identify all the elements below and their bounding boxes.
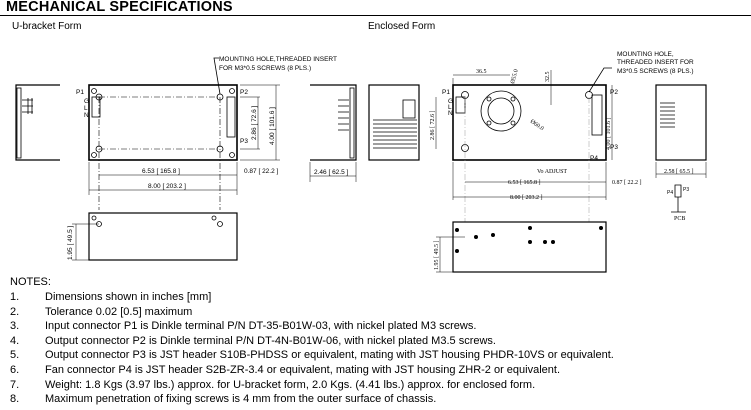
note-item: 2. Tolerance 0.02 [0.5] maximum <box>10 305 192 320</box>
enclosed-l: L <box>448 104 452 111</box>
note-text: Fan connector P4 is JST header S2B-ZR-3.… <box>45 363 561 376</box>
note-item: 4. Output connector P2 is Dinkle terminal… <box>10 334 496 349</box>
ubracket-p1: P1 <box>76 89 84 96</box>
enclosed-dim-fan-x: 36.5 <box>476 69 487 75</box>
ubracket-l: L <box>84 105 88 112</box>
ubracket-p2: P2 <box>240 89 248 96</box>
note-text: Input connector P1 is Dinkle terminal P/… <box>45 320 477 333</box>
note-number: 8. <box>10 393 20 406</box>
enclosed-dim-fan-d1: Ø55.0 <box>510 69 520 85</box>
note-text: Output connector P3 is JST header S10B-P… <box>45 349 614 362</box>
note-item: 5. Output connector P3 is JST header S10B… <box>10 348 614 363</box>
pcb-p4: P4 <box>667 190 673 196</box>
enclosed-dim-width-holes: 6.53 [ 165.8 ] <box>508 180 541 186</box>
note-number: 7. <box>10 378 20 391</box>
note-item: 7. Weight: 1.8 Kgs (3.97 lbs.) approx. fo… <box>10 378 535 393</box>
note-text: Output connector P2 is Dinkle terminal P… <box>45 334 496 347</box>
note-number: 3. <box>10 320 20 333</box>
ubracket-g: G <box>84 98 89 105</box>
note-item: 6. Fan connector P4 is JST header S2B-ZR-… <box>10 363 560 378</box>
enclosed-g: G <box>448 98 453 105</box>
page-title: MECHANICAL SPECIFICATIONS <box>6 0 233 15</box>
enclosed-dim-fan-d2: Ø60.0 <box>529 119 545 132</box>
ubracket-n: N <box>84 112 89 119</box>
ubracket-dim-width: 8.00 [ 203.2 ] <box>148 183 186 190</box>
note-item: 8. Maximum penetration of fixing screws i… <box>10 392 436 407</box>
ubracket-callout-line1: MOUNTING HOLE,THREADED INSERT <box>219 56 337 63</box>
notes-heading: NOTES: <box>10 276 51 288</box>
ubracket-dim-hole-spacing: 2.86 [ 72.6 ] <box>251 105 258 140</box>
title-rule <box>0 15 751 16</box>
note-number: 2. <box>10 305 20 318</box>
enclosed-p4: P4 <box>590 155 598 162</box>
ubracket-dim-width-holes: 6.53 [ 165.8 ] <box>142 168 180 175</box>
ubracket-dim-depth: 2.46 [ 62.5 ] <box>314 169 349 176</box>
ubracket-p3: P3 <box>240 138 248 145</box>
enclosed-dim-depth: 2.58 [ 65.5 ] <box>664 169 694 175</box>
enclosed-drawing <box>368 67 707 273</box>
ubracket-labels: MOUNTING HOLE,THREADED INSERT FOR M3*0.5… <box>67 56 349 260</box>
enclosed-n: N <box>448 110 453 117</box>
enclosed-p3: P3 <box>610 144 618 151</box>
ubracket-dim-side: 1.95 [ 49.5 ] <box>67 225 74 260</box>
enclosed-dim-offset: 0.87 [ 22.2 ] <box>612 180 642 186</box>
enclosed-dim-height: 4.00 [ 101.6 ] <box>606 118 612 151</box>
note-number: 4. <box>10 334 20 347</box>
enclosed-callout-line3: M3*0.5 SCREWS (8 PLS.) <box>617 68 694 75</box>
note-text: Tolerance 0.02 [0.5] maximum <box>45 305 193 318</box>
note-text: Weight: 1.8 Kgs (3.97 lbs.) approx. for … <box>45 378 536 391</box>
enclosed-dim-width: 8.00 [ 203.2 ] <box>510 195 543 201</box>
enclosed-dim-hole-spacing: 2.86 [ 72.6 ] <box>430 111 436 141</box>
ubracket-callout-line2: FOR M3*0.5 SCREWS (8 PLS.) <box>219 65 311 72</box>
pcb-p3: P3 <box>683 187 689 193</box>
enclosed-dim-side: 1.95 [ 49.5 ] <box>434 241 440 271</box>
enclosed-label: Enclosed Form <box>368 21 436 32</box>
ubracket-label: U-bracket Form <box>12 21 82 32</box>
ubracket-dim-offset: 0.87 [ 22.2 ] <box>244 168 279 175</box>
enclosed-p2: P2 <box>610 89 618 96</box>
enclosed-callout-line2: THREADED INSERT FOR <box>617 59 694 66</box>
enclosed-labels: MOUNTING HOLE, THREADED INSERT FOR M3*0.… <box>430 51 694 270</box>
pcb-label: PCB <box>674 216 685 222</box>
enclosed-callout-line1: MOUNTING HOLE, <box>617 51 674 58</box>
note-number: 6. <box>10 363 20 376</box>
enclosed-dim-fan-y: 32.5 <box>545 72 551 83</box>
note-text: Maximum penetration of fixing screws is … <box>45 393 437 406</box>
note-item: 3. Input connector P1 is Dinkle terminal … <box>10 319 476 334</box>
ubracket-dim-height: 4.00 [ 101.6 ] <box>269 107 276 145</box>
note-number: 5. <box>10 349 20 362</box>
vo-adjust-label: Vo ADJUST <box>537 169 567 175</box>
enclosed-p1: P1 <box>442 89 450 96</box>
ubracket-drawing <box>15 57 357 261</box>
note-text: Dimensions shown in inches [mm] <box>45 291 212 303</box>
note-number: 1. <box>10 291 20 303</box>
note-item: 1. Dimensions shown in inches [mm] <box>10 290 211 305</box>
notes-section: NOTES: 1. Dimensions shown in inches [mm]… <box>10 276 614 407</box>
